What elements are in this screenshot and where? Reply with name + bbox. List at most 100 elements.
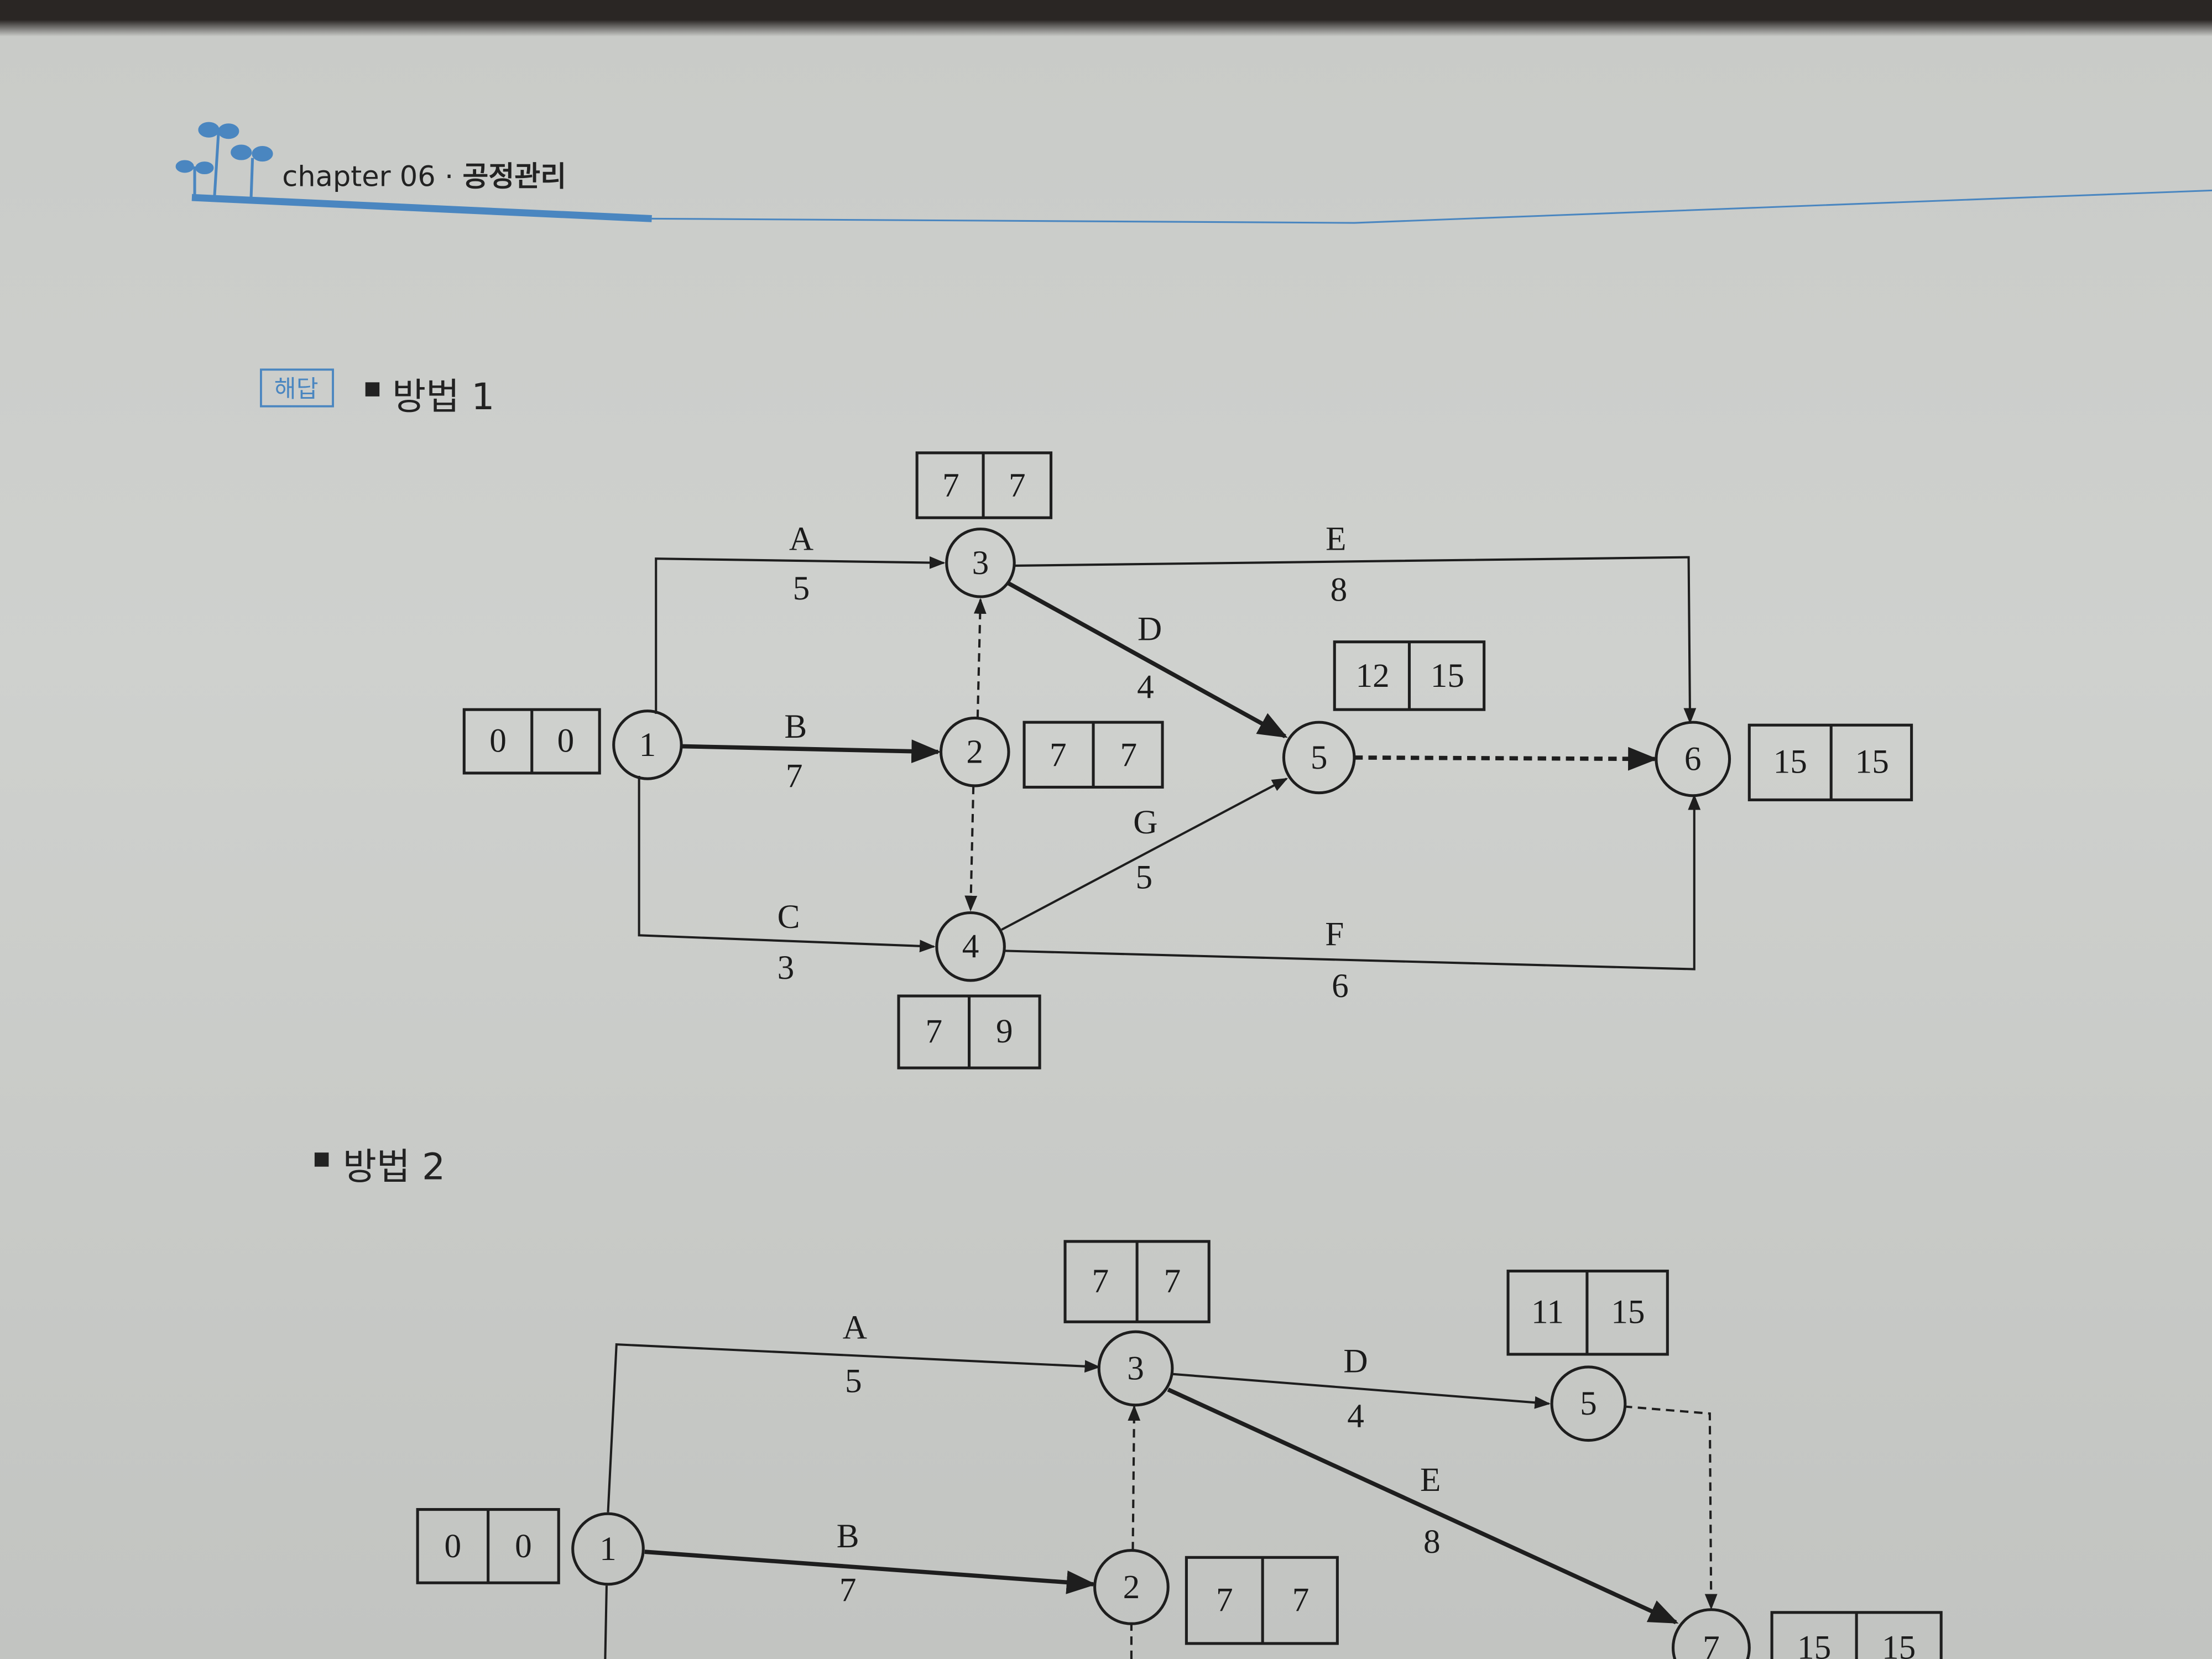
header-rule bbox=[651, 189, 2212, 224]
answer-badge-label: 해답 bbox=[274, 375, 319, 403]
svg-text:7: 7 bbox=[1009, 467, 1026, 504]
activity-G-label: G5 bbox=[1133, 804, 1157, 896]
svg-text:7: 7 bbox=[1292, 1581, 1310, 1619]
svg-text:0: 0 bbox=[445, 1527, 462, 1565]
svg-text:A: A bbox=[843, 1309, 867, 1347]
method1-heading: 방법 1 bbox=[392, 375, 494, 418]
svg-text:A: A bbox=[789, 520, 813, 557]
dummy-5-6-arrow bbox=[1354, 747, 1658, 771]
dummy-2-3-arrow bbox=[973, 598, 987, 718]
node-3: 3 bbox=[945, 528, 1016, 598]
activity-C-arrow bbox=[638, 776, 936, 953]
svg-text:F: F bbox=[1325, 915, 1344, 953]
svg-text:D: D bbox=[1343, 1343, 1368, 1380]
node-1: 1 bbox=[571, 1512, 645, 1586]
activity-G-arrow bbox=[1001, 778, 1288, 931]
node-3: 3 bbox=[1097, 1330, 1174, 1407]
svg-text:0: 0 bbox=[557, 722, 575, 759]
activity-D-label: D4 bbox=[1343, 1343, 1368, 1435]
activity-E-label: E8 bbox=[1420, 1461, 1441, 1561]
method2-heading: 방법 2 bbox=[343, 1145, 445, 1188]
svg-text:4: 4 bbox=[1137, 668, 1154, 706]
activity-E-arrow bbox=[1167, 1387, 1679, 1625]
header-accent-bar bbox=[191, 194, 652, 222]
time-box-node-5: 12 15 bbox=[1333, 640, 1486, 711]
activity-E-label: E8 bbox=[1326, 520, 1347, 608]
svg-text:12: 12 bbox=[1356, 657, 1390, 695]
activity-D-arrow bbox=[1006, 581, 1288, 738]
svg-text:5: 5 bbox=[1136, 859, 1153, 896]
activity-B-arrow bbox=[681, 739, 941, 764]
dummy-2-4-arrow bbox=[964, 785, 978, 912]
svg-text:7: 7 bbox=[1120, 736, 1138, 774]
answer-badge bbox=[260, 368, 334, 408]
svg-text:9: 9 bbox=[996, 1013, 1013, 1050]
dummy-2-3-arrow bbox=[1128, 1405, 1141, 1551]
node-5: 5 bbox=[1550, 1365, 1627, 1442]
svg-text:0: 0 bbox=[515, 1527, 532, 1565]
node-6: 6 bbox=[1655, 721, 1731, 797]
chapter-label: chapter 06 · 공정관리 bbox=[282, 161, 566, 194]
svg-text:1: 1 bbox=[599, 1530, 617, 1568]
activity-D-label: D4 bbox=[1137, 611, 1162, 706]
chapter-number: chapter 06 bbox=[282, 161, 436, 194]
svg-text:7: 7 bbox=[1050, 736, 1067, 774]
svg-text:7: 7 bbox=[925, 1013, 942, 1050]
svg-text:5: 5 bbox=[845, 1362, 862, 1400]
bullet-square-icon bbox=[314, 1152, 329, 1167]
svg-text:3: 3 bbox=[972, 544, 989, 582]
svg-text:G: G bbox=[1133, 804, 1157, 841]
activity-F-label: F6 bbox=[1325, 915, 1349, 1005]
svg-text:4: 4 bbox=[962, 928, 979, 966]
node-1: 1 bbox=[612, 709, 683, 780]
activity-C-label: C3 bbox=[778, 898, 800, 987]
svg-text:15: 15 bbox=[1882, 1629, 1916, 1659]
activity-D-arrow bbox=[1172, 1373, 1551, 1409]
svg-text:1: 1 bbox=[639, 726, 656, 764]
activity-A-arrow bbox=[607, 1343, 1101, 1512]
node-5: 5 bbox=[1282, 721, 1356, 795]
activity-E-arrow bbox=[1014, 556, 1697, 724]
svg-text:7: 7 bbox=[1703, 1629, 1720, 1659]
svg-text:B: B bbox=[837, 1517, 859, 1555]
node-2: 2 bbox=[939, 716, 1010, 787]
svg-text:D: D bbox=[1138, 611, 1162, 648]
svg-text:7: 7 bbox=[1216, 1581, 1233, 1619]
svg-text:B: B bbox=[784, 708, 807, 745]
svg-text:7: 7 bbox=[839, 1571, 857, 1609]
svg-text:5: 5 bbox=[793, 570, 810, 607]
svg-text:7: 7 bbox=[1092, 1262, 1109, 1300]
svg-text:15: 15 bbox=[1797, 1629, 1831, 1659]
svg-text:8: 8 bbox=[1331, 571, 1348, 608]
node-1-down-line bbox=[604, 1585, 608, 1659]
svg-text:E: E bbox=[1420, 1461, 1441, 1499]
svg-text:6: 6 bbox=[1684, 740, 1702, 778]
svg-text:15: 15 bbox=[1855, 743, 1889, 781]
chapter-title: 공정관리 bbox=[462, 161, 566, 194]
svg-text:3: 3 bbox=[1127, 1349, 1144, 1387]
activity-F-arrow bbox=[1004, 794, 1701, 971]
dummy-5-7-arrow bbox=[1624, 1405, 1718, 1610]
node-2: 2 bbox=[1093, 1549, 1170, 1625]
svg-text:15: 15 bbox=[1611, 1293, 1645, 1331]
svg-text:C: C bbox=[778, 898, 800, 936]
svg-text:5: 5 bbox=[1580, 1385, 1597, 1422]
svg-text:6: 6 bbox=[1332, 967, 1349, 1005]
svg-text:15: 15 bbox=[1431, 657, 1464, 695]
activity-B-arrow bbox=[644, 1550, 1097, 1594]
svg-text:5: 5 bbox=[1311, 739, 1328, 776]
activity-B-label: B7 bbox=[837, 1517, 859, 1609]
activity-A-label: A5 bbox=[843, 1309, 867, 1400]
svg-text:11: 11 bbox=[1531, 1293, 1564, 1331]
svg-text:15: 15 bbox=[1773, 743, 1807, 781]
